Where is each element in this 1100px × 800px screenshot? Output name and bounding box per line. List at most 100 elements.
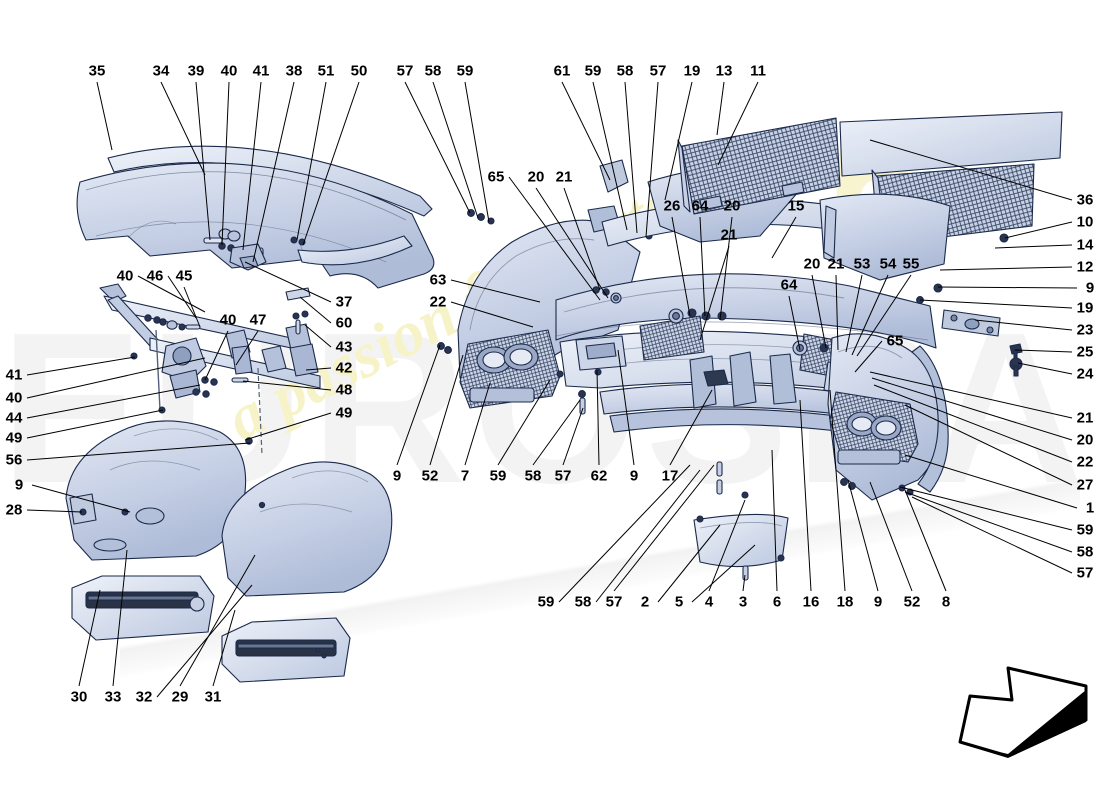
- callout-number-46[interactable]: 46: [146, 267, 164, 285]
- callout-number-2[interactable]: 2: [640, 593, 650, 611]
- callout-number-59[interactable]: 59: [1076, 521, 1094, 539]
- callout-number-9[interactable]: 9: [873, 593, 883, 611]
- callout-number-40[interactable]: 40: [116, 267, 134, 285]
- callout-number-34[interactable]: 34: [152, 62, 170, 80]
- callout-number-51[interactable]: 51: [317, 62, 335, 80]
- callout-number-1[interactable]: 1: [1085, 499, 1095, 517]
- callout-number-43[interactable]: 43: [335, 338, 353, 356]
- callout-number-20[interactable]: 20: [1076, 431, 1094, 449]
- callout-number-31[interactable]: 31: [204, 688, 222, 706]
- callout-number-22[interactable]: 22: [1076, 453, 1094, 471]
- callout-number-49[interactable]: 49: [5, 429, 23, 447]
- callout-number-10[interactable]: 10: [1076, 213, 1094, 231]
- callout-number-19[interactable]: 19: [1076, 299, 1094, 317]
- callout-number-63[interactable]: 63: [429, 271, 447, 289]
- callout-number-61[interactable]: 61: [553, 62, 571, 80]
- callout-number-35[interactable]: 35: [88, 62, 106, 80]
- callout-number-13[interactable]: 13: [715, 62, 733, 80]
- callout-number-4[interactable]: 4: [704, 593, 714, 611]
- callout-number-57[interactable]: 57: [605, 593, 623, 611]
- callout-number-9[interactable]: 9: [1085, 279, 1095, 297]
- callout-number-21[interactable]: 21: [827, 255, 845, 273]
- callout-number-29[interactable]: 29: [171, 688, 189, 706]
- callout-number-12[interactable]: 12: [1076, 258, 1094, 276]
- callout-number-3[interactable]: 3: [738, 593, 748, 611]
- callout-number-57[interactable]: 57: [649, 62, 667, 80]
- callout-number-32[interactable]: 32: [135, 688, 153, 706]
- callout-number-64[interactable]: 64: [780, 276, 798, 294]
- callout-number-26[interactable]: 26: [663, 197, 681, 215]
- callout-number-21[interactable]: 21: [1076, 409, 1094, 427]
- callout-number-21[interactable]: 21: [720, 226, 738, 244]
- leader-line: [179, 554, 256, 687]
- leader-line: [994, 244, 1073, 249]
- callout-number-62[interactable]: 62: [590, 467, 608, 485]
- callout-number-64[interactable]: 64: [691, 197, 709, 215]
- callout-number-59[interactable]: 59: [537, 593, 555, 611]
- leader-line: [699, 245, 730, 341]
- callout-number-65[interactable]: 65: [886, 332, 904, 350]
- callout-number-21[interactable]: 21: [555, 168, 573, 186]
- callout-number-47[interactable]: 47: [249, 311, 267, 329]
- callout-number-41[interactable]: 41: [5, 366, 23, 384]
- callout-number-50[interactable]: 50: [350, 62, 368, 80]
- callout-number-42[interactable]: 42: [335, 359, 353, 377]
- callout-number-9[interactable]: 9: [14, 476, 24, 494]
- callout-number-40[interactable]: 40: [5, 389, 23, 407]
- callout-number-41[interactable]: 41: [252, 62, 270, 80]
- callout-number-30[interactable]: 30: [70, 688, 88, 706]
- callout-number-49[interactable]: 49: [335, 404, 353, 422]
- callout-number-24[interactable]: 24: [1076, 365, 1094, 383]
- callout-number-20[interactable]: 20: [803, 255, 821, 273]
- callout-number-45[interactable]: 45: [175, 267, 193, 285]
- callout-number-17[interactable]: 17: [661, 467, 679, 485]
- callout-number-54[interactable]: 54: [879, 255, 897, 273]
- callout-number-8[interactable]: 8: [941, 593, 951, 611]
- callout-number-40[interactable]: 40: [220, 62, 238, 80]
- callout-number-25[interactable]: 25: [1076, 343, 1094, 361]
- callout-number-58[interactable]: 58: [616, 62, 634, 80]
- callout-number-59[interactable]: 59: [456, 62, 474, 80]
- callout-number-57[interactable]: 57: [1076, 564, 1094, 582]
- callout-number-33[interactable]: 33: [104, 688, 122, 706]
- callout-number-44[interactable]: 44: [5, 409, 23, 427]
- callout-number-58[interactable]: 58: [1076, 543, 1094, 561]
- callout-number-23[interactable]: 23: [1076, 321, 1094, 339]
- callout-number-56[interactable]: 56: [5, 451, 23, 469]
- callout-number-36[interactable]: 36: [1076, 191, 1094, 209]
- callout-number-7[interactable]: 7: [460, 467, 470, 485]
- callout-number-53[interactable]: 53: [853, 255, 871, 273]
- callout-number-5[interactable]: 5: [674, 593, 684, 611]
- callout-number-58[interactable]: 58: [574, 593, 592, 611]
- callout-number-16[interactable]: 16: [802, 593, 820, 611]
- callout-number-19[interactable]: 19: [683, 62, 701, 80]
- callout-number-40[interactable]: 40: [219, 311, 237, 329]
- callout-number-52[interactable]: 52: [903, 593, 921, 611]
- callout-number-20[interactable]: 20: [527, 168, 545, 186]
- callout-number-28[interactable]: 28: [5, 501, 23, 519]
- callout-number-58[interactable]: 58: [524, 467, 542, 485]
- callout-number-39[interactable]: 39: [187, 62, 205, 80]
- callout-number-38[interactable]: 38: [285, 62, 303, 80]
- callout-number-57[interactable]: 57: [396, 62, 414, 80]
- callout-number-59[interactable]: 59: [584, 62, 602, 80]
- callout-number-27[interactable]: 27: [1076, 476, 1094, 494]
- callout-number-6[interactable]: 6: [772, 593, 782, 611]
- callout-number-60[interactable]: 60: [335, 314, 353, 332]
- callout-number-52[interactable]: 52: [421, 467, 439, 485]
- callout-number-22[interactable]: 22: [429, 293, 447, 311]
- callout-number-20[interactable]: 20: [723, 197, 741, 215]
- callout-number-55[interactable]: 55: [902, 255, 920, 273]
- callout-number-9[interactable]: 9: [629, 467, 639, 485]
- callout-number-58[interactable]: 58: [424, 62, 442, 80]
- callout-number-9[interactable]: 9: [392, 467, 402, 485]
- callout-number-11[interactable]: 11: [750, 62, 766, 80]
- callout-number-37[interactable]: 37: [335, 293, 353, 311]
- callout-number-15[interactable]: 15: [787, 197, 805, 215]
- callout-number-14[interactable]: 14: [1076, 236, 1094, 254]
- callout-number-57[interactable]: 57: [554, 467, 572, 485]
- callout-number-65[interactable]: 65: [487, 168, 505, 186]
- callout-number-48[interactable]: 48: [335, 381, 353, 399]
- callout-number-59[interactable]: 59: [489, 467, 507, 485]
- callout-number-18[interactable]: 18: [836, 593, 854, 611]
